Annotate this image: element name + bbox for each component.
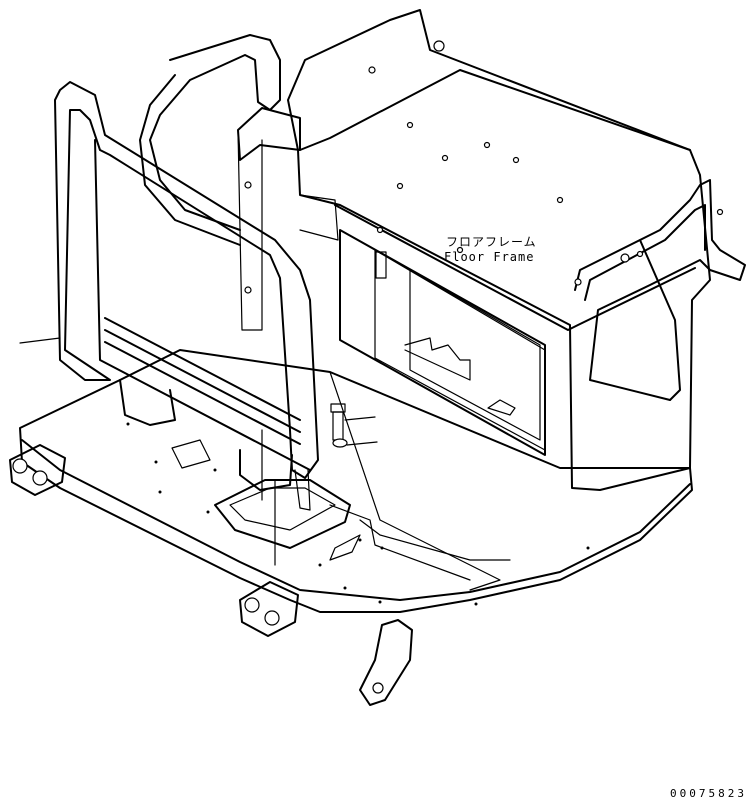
floor-frame-label-japanese: フロアフレーム bbox=[446, 235, 537, 249]
front-mount-bracket-right bbox=[239, 581, 299, 637]
floor-frame-label-english: Floor Frame bbox=[444, 250, 535, 264]
floor-frame-body bbox=[237, 9, 711, 491]
hanging-lever bbox=[359, 619, 413, 706]
left-guard-rail bbox=[54, 34, 319, 479]
seat-mount-posts bbox=[119, 379, 311, 566]
drawing-code: 00075823 bbox=[670, 787, 747, 800]
bolt-and-washer bbox=[330, 403, 348, 448]
leader-lines bbox=[19, 337, 378, 446]
right-seat-guard bbox=[574, 179, 746, 401]
floor-plate bbox=[19, 349, 693, 613]
front-mount-bracket-left bbox=[9, 444, 66, 496]
mounting-holes bbox=[126, 40, 724, 606]
